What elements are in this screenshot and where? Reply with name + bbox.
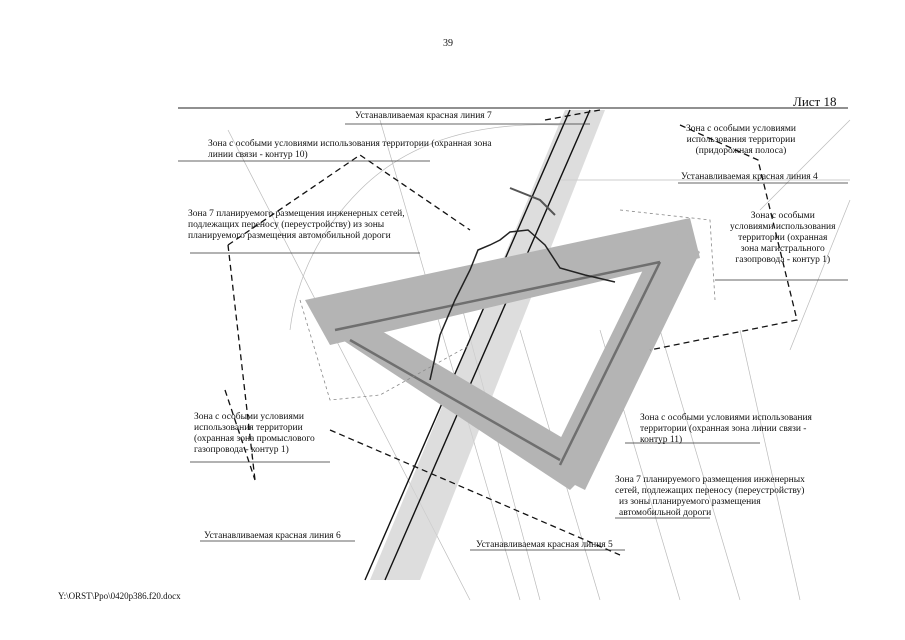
label-zone7-left: Зона 7 планируемого размещения инженерны… — [188, 209, 405, 242]
label-line: автомобильной дороги — [619, 508, 712, 518]
label-line: Зона с особыми условиями — [194, 412, 304, 422]
label-line: территории (охранная — [738, 233, 828, 243]
label-line: Зона с особыми условиями использования т… — [208, 139, 492, 149]
label-line: зона магистрального — [740, 244, 825, 254]
label-red-line-7: Устанавливаемая красная линия 7 — [355, 111, 492, 121]
label-line: Зона с особыми — [750, 211, 815, 221]
label-line: Зона 7 планируемого размещения инженерны… — [615, 475, 805, 485]
label-zone7-right: Зона 7 планируемого размещения инженерны… — [615, 475, 805, 519]
label-line: газопровода - контур 1) — [194, 445, 289, 455]
label-line: Зона с особыми условиями — [686, 124, 796, 134]
label-zone-comm-10: Зона с особыми условиями использования т… — [208, 139, 492, 161]
page-number: 39 — [443, 38, 453, 49]
label-line: территории (охранная зона линии связи - — [640, 424, 807, 434]
zone-contour-dashed — [224, 109, 798, 556]
road-edge-line — [384, 109, 591, 581]
label-line: Зона с особыми условиями использования — [640, 413, 812, 423]
label-line: (охранная зона промыслового — [194, 434, 315, 444]
label-line: планируемого размещения автомобильной до… — [188, 231, 391, 241]
label-line: использования территории — [194, 423, 303, 433]
label-line: подлежащих переносу (переустройству) из … — [188, 220, 385, 230]
sheet-label: Лист 18 — [793, 94, 837, 109]
label-line: Зона 7 планируемого размещения инженерны… — [188, 209, 405, 219]
label-line: (придорожная полоса) — [695, 146, 787, 156]
label-line: контур 11) — [640, 435, 683, 445]
label-zone-roadside: Зона с особыми условиями использования т… — [686, 124, 796, 157]
label-line: из зоны планируемого размещения — [619, 497, 761, 507]
zone-contour-light — [299, 209, 716, 401]
label-line: условиями использования — [730, 222, 836, 232]
utility-line-dark — [334, 260, 662, 466]
leader-lines — [178, 123, 848, 551]
utility-network-line — [429, 229, 616, 381]
label-red-line-4: Устанавливаемая красная линия 4 — [681, 172, 818, 182]
label-line: использования территории — [686, 135, 796, 145]
road-edge-line — [364, 109, 571, 581]
label-line: линии связи - контур 10) — [208, 150, 308, 160]
label-line: газопровода - контур 1) — [735, 255, 831, 265]
label-line: сетей, подлежащих переносу (переустройст… — [615, 486, 805, 496]
label-red-line-6: Устанавливаемая красная линия 6 — [204, 531, 341, 541]
label-zone-gas-main: Зона с особыми условиями использования т… — [730, 211, 836, 266]
utility-network-line — [509, 187, 556, 216]
label-zone-gas-field: Зона с особыми условиями использования т… — [194, 412, 315, 456]
label-zone-comm-11: Зона с особыми условиями использования т… — [640, 413, 812, 446]
label-red-line-5: Устанавливаемая красная линия 5 — [476, 540, 613, 550]
footer-path: Y:\ORST\Ppo\0420p386.f20.docx — [58, 591, 181, 601]
